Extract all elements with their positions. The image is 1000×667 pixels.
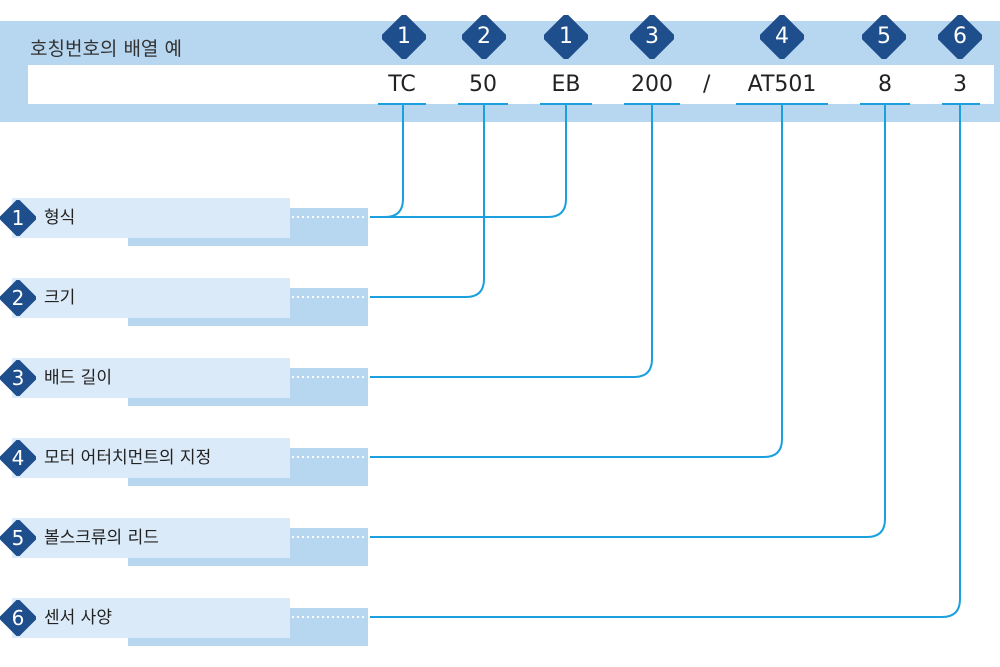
row-box-2 bbox=[12, 278, 290, 318]
legend-badge-1: 1 bbox=[0, 199, 37, 237]
legend-badge-2: 2 bbox=[0, 279, 37, 317]
legend-label-sensor-spec: 센서 사양 bbox=[44, 608, 112, 628]
code-part-length: 200 bbox=[631, 72, 673, 97]
code-underline-6 bbox=[860, 103, 910, 105]
row-dots-4 bbox=[292, 456, 366, 458]
connector-lead bbox=[370, 105, 886, 538]
row-box-1 bbox=[12, 198, 290, 238]
legend-badge-3: 3 bbox=[0, 359, 37, 397]
legend-label-motor-attachment: 모터 어터치먼트의 지정 bbox=[44, 448, 212, 468]
legend-label-bed-length: 배드 길이 bbox=[44, 368, 112, 388]
header-title: 호칭번호의 배열 예 bbox=[30, 38, 182, 60]
code-underline-4 bbox=[624, 103, 680, 105]
header-badge-7: 6 bbox=[938, 15, 982, 59]
code-part-lead: 8 bbox=[878, 72, 892, 97]
header-badge-6: 5 bbox=[862, 15, 906, 59]
row-dots-6 bbox=[292, 616, 366, 618]
code-underline-3 bbox=[540, 103, 592, 105]
code-part-eb: EB bbox=[551, 72, 581, 97]
legend-badge-4: 4 bbox=[0, 439, 37, 477]
row-dots-1 bbox=[292, 216, 366, 218]
header-badge-3: 1 bbox=[544, 15, 588, 59]
row-box-5 bbox=[12, 518, 290, 558]
code-part-size: 50 bbox=[469, 72, 497, 97]
header-badge-4: 3 bbox=[630, 15, 674, 59]
code-part-tc: TC bbox=[388, 72, 416, 97]
row-box-3 bbox=[12, 358, 290, 398]
connector-motor bbox=[370, 105, 783, 458]
row-box-6 bbox=[12, 598, 290, 638]
row-dots-5 bbox=[292, 536, 366, 538]
header-badge-1: 1 bbox=[382, 15, 426, 59]
legend-badge-5: 5 bbox=[0, 519, 37, 557]
code-part-sensor: 3 bbox=[953, 72, 967, 97]
row-dots-3 bbox=[292, 376, 366, 378]
code-separator: / bbox=[703, 72, 711, 97]
code-underline-7 bbox=[942, 103, 980, 105]
connector-size bbox=[370, 105, 485, 298]
legend-label-size: 크기 bbox=[44, 288, 76, 308]
connector-type-eb bbox=[370, 105, 567, 218]
row-box-4 bbox=[12, 438, 290, 478]
connector-sensor bbox=[370, 105, 961, 618]
code-part-motor: AT501 bbox=[747, 72, 817, 97]
code-underline-1 bbox=[378, 103, 426, 105]
code-underline-2 bbox=[458, 103, 508, 105]
code-underline-5 bbox=[736, 103, 828, 105]
connector-bed-length bbox=[370, 105, 653, 378]
legend-badge-6: 6 bbox=[0, 599, 37, 637]
legend-label-type: 형식 bbox=[44, 208, 76, 228]
code-band bbox=[28, 65, 994, 104]
header-badge-2: 2 bbox=[462, 15, 506, 59]
connector-type-tc bbox=[370, 105, 404, 218]
legend-label-ballscrew-lead: 볼스크류의 리드 bbox=[44, 528, 159, 548]
row-dots-2 bbox=[292, 296, 366, 298]
header-badge-5: 4 bbox=[760, 15, 804, 59]
